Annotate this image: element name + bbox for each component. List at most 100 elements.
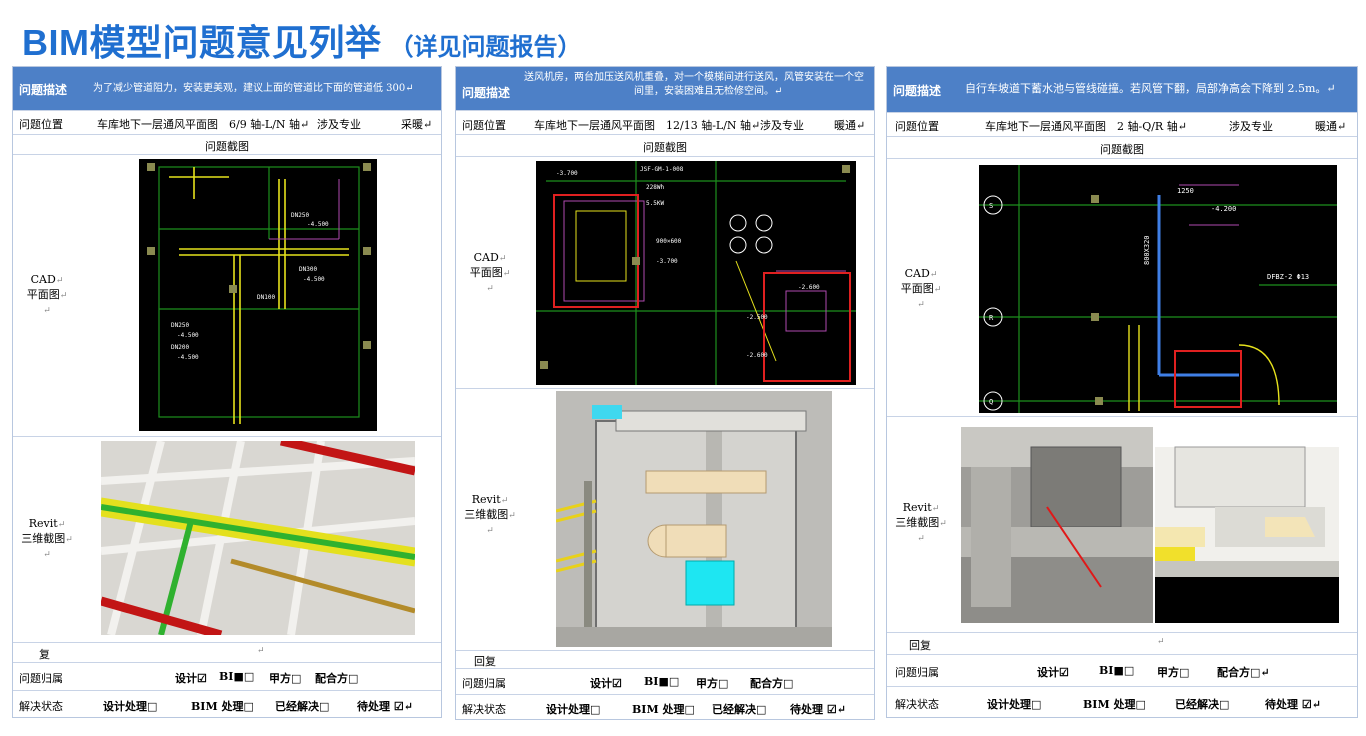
cad3-axis-q: Q — [989, 398, 993, 406]
revit-row: Revit↵ 三维截图↵ ↵ — [887, 417, 1357, 633]
revit-row: Revit↵ 三维截图↵ ↵ — [456, 389, 874, 651]
cad-label-2: 平面图 — [26, 288, 60, 301]
location-label: 问题位置 — [895, 120, 939, 133]
status-bim[interactable]: BIM 处理□ — [632, 703, 695, 716]
cad2-t0: -3.700 — [556, 170, 578, 177]
issue-card-1: 问题描述 为了减少管道阻力，安装更美观，建议上面的管道比下面的管道低 300↵ … — [12, 66, 442, 718]
reply-label: 复 — [39, 648, 50, 661]
reply-row: 复 ↵ — [13, 643, 441, 663]
desc-label: 问题描述 — [462, 86, 511, 100]
cad1-t7: -4.500 — [177, 354, 199, 361]
revit-side-label: Revit↵ 三维截图↵ ↵ — [21, 517, 73, 560]
owner-row: 问题归属 设计☑ BI■□ 甲方□ 配合方□ — [456, 669, 874, 695]
owner-partner[interactable]: 配合方□ — [315, 672, 359, 685]
status-design[interactable]: 设计处理□ — [987, 698, 1042, 711]
cad-label: CAD — [904, 267, 930, 280]
status-design[interactable]: 设计处理□ — [546, 703, 601, 716]
desc-row: 问题描述 自行车坡道下蓄水池与管线碰撞。若风管下翻，局部净高会下降到 2.5m。… — [887, 67, 1357, 113]
cad-label: CAD — [473, 251, 499, 264]
status-solved[interactable]: 已经解决□ — [712, 703, 767, 716]
cad-label-2: 平面图 — [469, 266, 503, 279]
status-solved[interactable]: 已经解决□ — [1175, 698, 1230, 711]
cad-row: CAD↵ 平面图↵ ↵ — [13, 155, 441, 437]
owner-partner[interactable]: 配合方□↵ — [1217, 666, 1270, 679]
cad2-t6: JSF-GM-1-008 — [640, 166, 684, 173]
cad-side-label: CAD↵ 平面图↵ ↵ — [26, 273, 68, 316]
owner-label: 问题归属 — [462, 677, 506, 690]
reply-label: 回复 — [909, 639, 931, 652]
owner-design[interactable]: 设计☑ — [1037, 666, 1069, 679]
revit-label: Revit — [902, 501, 932, 514]
owner-bim[interactable]: BI■□ — [219, 670, 255, 683]
status-row: 解决状态 设计处理□ BIM 处理□ 已经解决□ 待处理 ☑↵ — [456, 695, 874, 721]
owner-design[interactable]: 设计☑ — [175, 672, 207, 685]
owner-partner[interactable]: 配合方□ — [750, 677, 794, 690]
owner-client[interactable]: 甲方□ — [696, 677, 729, 690]
location-label: 问题位置 — [462, 119, 506, 132]
cad-row: CAD↵ 平面图↵ ↵ — [887, 159, 1357, 417]
cad3-t5: DFBZ-2 Φ13 — [1267, 273, 1309, 281]
revit-label-2: 三维截图 — [21, 532, 66, 545]
revit-3d-image-1 — [101, 441, 415, 635]
revit-side-label: Revit↵ 三维截图↵ ↵ — [895, 501, 947, 544]
cad2-t8: 5.5KW — [646, 200, 664, 207]
cad2-t5: -2.600 — [746, 352, 768, 359]
status-solved[interactable]: 已经解决□ — [275, 700, 330, 713]
desc-label: 问题描述 — [19, 83, 68, 97]
cad3-axis-s: S — [989, 202, 993, 210]
discipline-value: 采暖↵ — [401, 118, 433, 131]
status-label: 解决状态 — [462, 703, 506, 716]
revit-label: Revit — [28, 517, 58, 530]
cad1-t2: DN300 — [299, 266, 317, 273]
cad2-t4: -2.500 — [746, 314, 768, 321]
reply-row: 回复 ↵ — [887, 633, 1357, 655]
cad1-t8: DN100 — [257, 294, 275, 301]
owner-bim[interactable]: BI■□ — [644, 675, 680, 688]
discipline-value: 暖通↵ — [1315, 120, 1347, 133]
cad-plan-image-1: DN250 -4.500 DN300 -4.500 DN250 -4.500 D… — [139, 159, 377, 431]
reply-row: 回复 — [456, 651, 874, 669]
desc-label: 问题描述 — [893, 84, 942, 98]
cad1-t1: -4.500 — [307, 221, 329, 228]
cad3-axis-r: R — [989, 314, 994, 322]
revit-3d-image-3a — [961, 427, 1153, 623]
owner-row: 问题归属 设计☑ BI■□ 甲方□ 配合方□↵ — [887, 655, 1357, 687]
desc-row: 问题描述 送风机房，两台加压送风机重叠，对一个模梯间进行送风，风管安装在一个空 … — [456, 67, 874, 111]
page-title: BIM模型问题意见列举（详见问题报告） — [22, 14, 582, 63]
location-row: 问题位置 车库地下一层通风平面图 6/9 轴-L/N 轴↵ 涉及专业 采暖↵ — [13, 111, 441, 135]
cad2-t7: 228Wh — [646, 184, 664, 191]
status-pending[interactable]: 待处理 ☑↵ — [790, 703, 846, 716]
cad2-t2: -3.700 — [656, 258, 678, 265]
owner-design[interactable]: 设计☑ — [590, 677, 622, 690]
revit-3d-image-3b — [1155, 427, 1339, 623]
revit-label-2: 三维截图 — [464, 508, 509, 521]
discipline-value: 暖通↵ — [834, 119, 866, 132]
cad-plan-image-2: -3.700 900×600 -3.700 -2.600 -2.500 -2.6… — [536, 161, 856, 385]
owner-client[interactable]: 甲方□ — [1157, 666, 1190, 679]
status-label: 解决状态 — [895, 698, 939, 711]
owner-bim[interactable]: BI■□ — [1099, 664, 1135, 677]
cad1-t5: -4.500 — [177, 332, 199, 339]
cad1-t0: DN250 — [291, 212, 309, 219]
status-design[interactable]: 设计处理□ — [103, 700, 158, 713]
revit-side-label: Revit↵ 三维截图↵ ↵ — [464, 493, 516, 536]
title-main: BIM模型问题意见列举 — [22, 22, 382, 63]
desc-text-2: 间里，安装困难且无检修空间。↵ — [634, 86, 783, 97]
status-pending[interactable]: 待处理 ☑↵ — [357, 700, 413, 713]
location-value: 车库地下一层通风平面图 6/9 轴-L/N 轴↵ — [97, 118, 310, 131]
owner-client[interactable]: 甲方□ — [269, 672, 302, 685]
cad-row: CAD↵ 平面图↵ ↵ — [456, 157, 874, 389]
discipline-label: 涉及专业 — [317, 118, 361, 131]
issue-card-3: 问题描述 自行车坡道下蓄水池与管线碰撞。若风管下翻，局部净高会下降到 2.5m。… — [886, 66, 1358, 718]
status-bim[interactable]: BIM 处理□ — [1083, 698, 1146, 711]
cad1-t4: DN250 — [171, 322, 189, 329]
cad3-t4: -4.200 — [1211, 205, 1236, 213]
cad-side-label: CAD↵ 平面图↵ ↵ — [469, 251, 511, 294]
status-label: 解决状态 — [19, 700, 63, 713]
status-pending[interactable]: 待处理 ☑↵ — [1265, 698, 1321, 711]
revit-label: Revit — [471, 493, 501, 506]
issue-card-2: 问题描述 送风机房，两台加压送风机重叠，对一个模梯间进行送风，风管安装在一个空 … — [455, 66, 875, 720]
cad3-t6: 1250 — [1177, 187, 1194, 195]
desc-text-1: 送风机房，两台加压送风机重叠，对一个模梯间进行送风，风管安装在一个空 — [524, 72, 864, 83]
status-bim[interactable]: BIM 处理□ — [191, 700, 254, 713]
